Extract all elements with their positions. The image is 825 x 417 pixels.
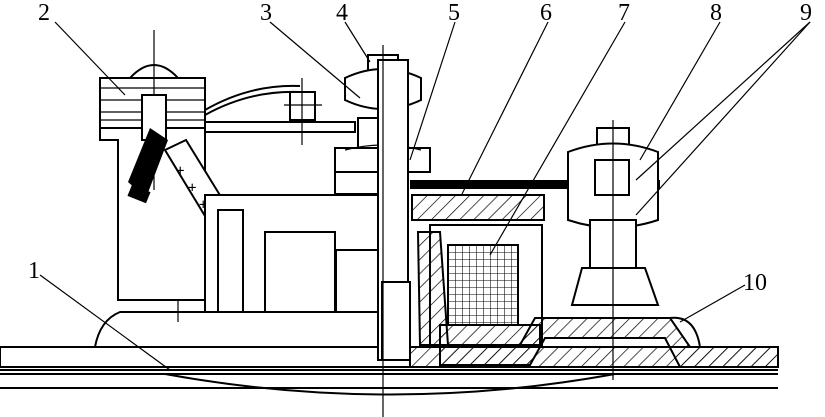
callout-1: 1 (28, 258, 40, 284)
svg-text:+: + (199, 197, 207, 213)
callout-5: 5 (448, 0, 460, 26)
svg-text:+: + (188, 180, 196, 196)
bracket (439, 316, 779, 368)
callout-2: 2 (38, 0, 50, 26)
svg-text:+: + (176, 163, 184, 179)
leader-lines (39, 21, 811, 371)
center-stud (334, 45, 431, 417)
terminal-block (99, 30, 206, 301)
callout-10: 10 (743, 270, 767, 296)
callout-7: 7 (618, 0, 630, 26)
callout-6: 6 (540, 0, 552, 26)
callout-labels: 1 2 3 4 5 6 7 8 9 10 (28, 0, 812, 296)
callout-4: 4 (336, 0, 348, 26)
contact-strip (204, 78, 356, 145)
right-stud (567, 120, 660, 380)
callout-8: 8 (710, 0, 722, 26)
callout-3: 3 (260, 0, 272, 26)
callout-9: 9 (800, 0, 812, 26)
coil-assembly (416, 224, 543, 346)
support-frame (204, 194, 406, 313)
